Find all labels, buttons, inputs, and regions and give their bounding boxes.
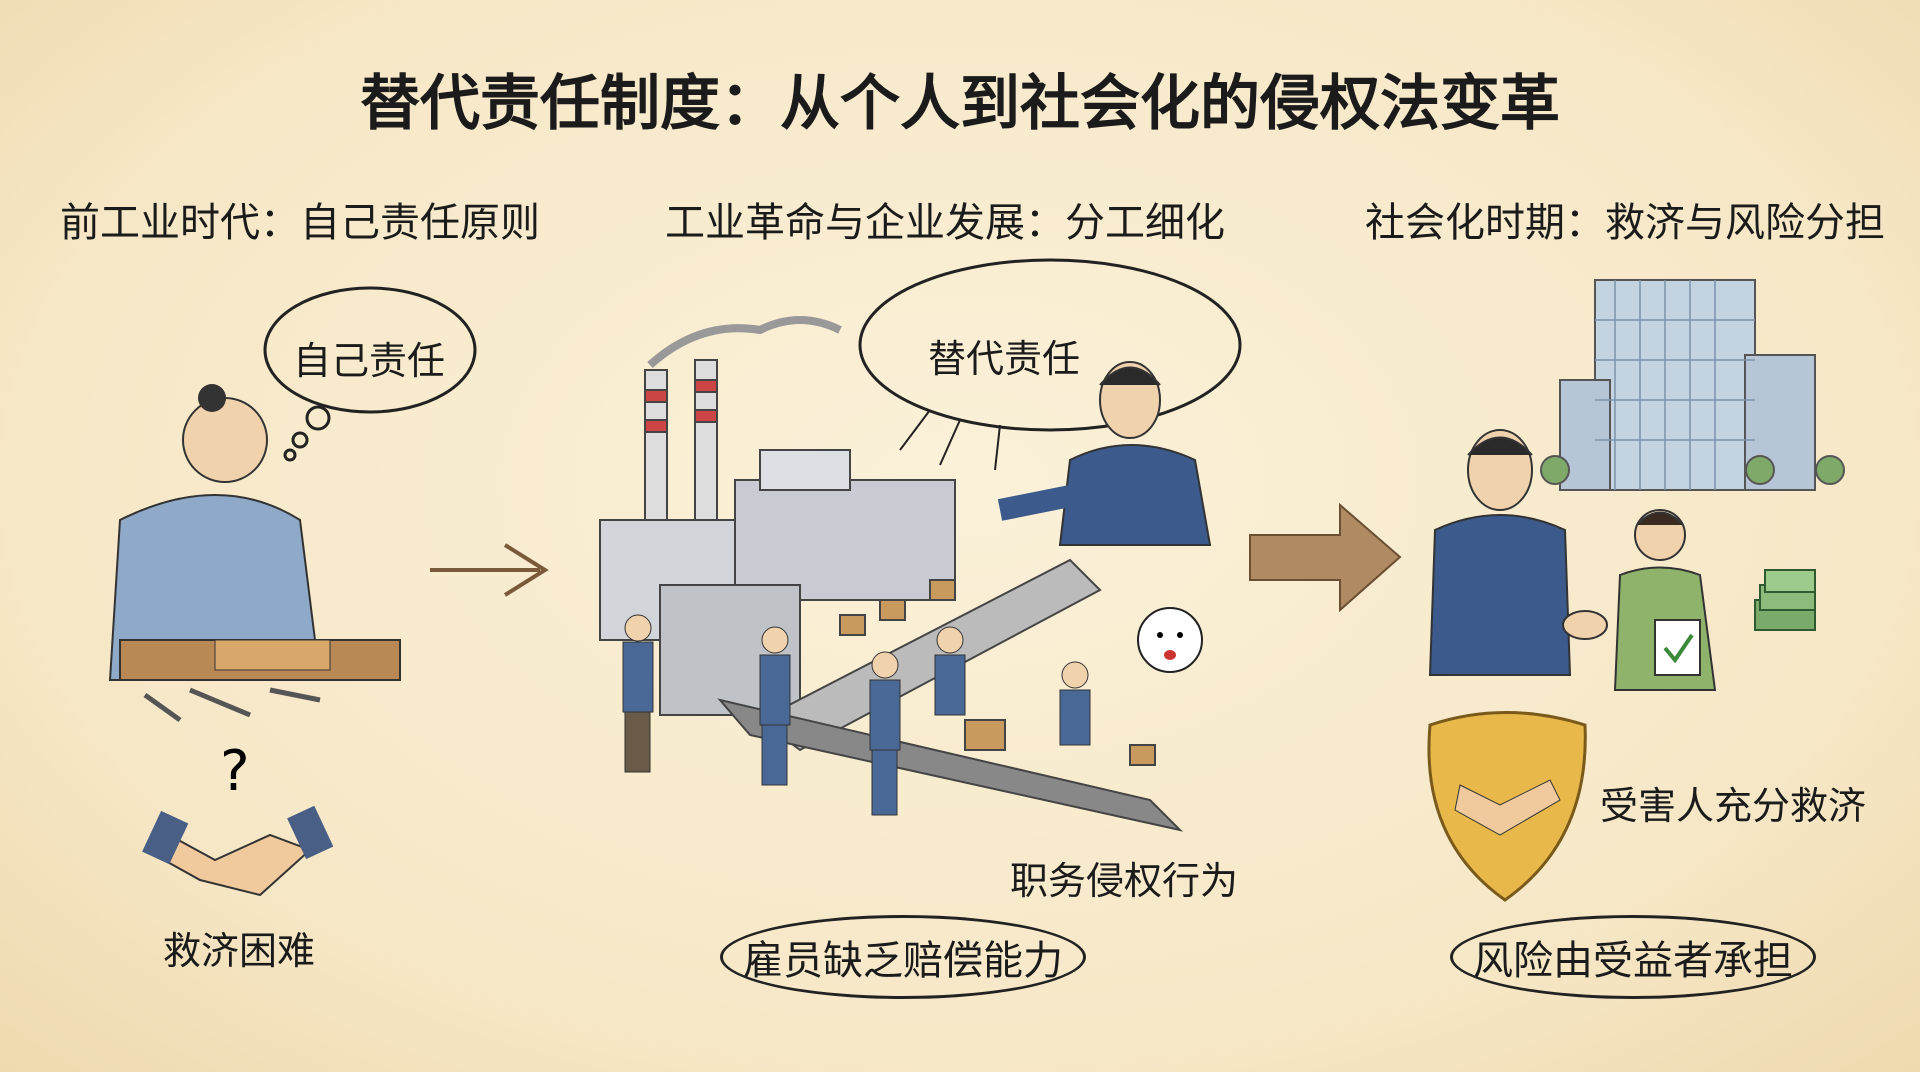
question-mark-icon: ? — [220, 739, 250, 804]
office-building — [1540, 279, 1845, 491]
section-heading-industrial: 工业革命与企业发展：分工细化 — [665, 200, 1225, 246]
tools-icon — [143, 687, 321, 723]
bubble-text: 雇员缺乏赔偿能力 — [743, 938, 1063, 984]
speech-bubble-employee: 雇员缺乏赔偿能力 — [720, 915, 1086, 999]
caption-relief-difficulty: 救济困难 — [163, 929, 316, 973]
angry-face-icon — [1137, 607, 1203, 673]
thought-vicarious-liability: 替代责任 — [928, 337, 1081, 381]
businessman-figure — [997, 361, 1212, 546]
thought-cloud-middle — [858, 258, 1242, 471]
speech-bubble-risk: 风险由受益者承担 — [1450, 915, 1816, 999]
workers-illustration — [622, 614, 1091, 816]
caption-employment-tort: 职务侵权行为 — [1010, 859, 1239, 903]
factory-illustration — [599, 316, 1184, 832]
page-title: 替代责任制度：从个人到社会化的侵权法变革 — [360, 69, 1560, 139]
bubble-text: 风险由受益者承担 — [1473, 938, 1793, 984]
money-stack-icon — [1754, 569, 1816, 631]
shield-handshake-icon — [1427, 711, 1587, 902]
arrow-right-icon — [430, 543, 549, 597]
section-heading-socialized: 社会化时期：救济与风险分担 — [1365, 200, 1885, 246]
artisan-figure — [108, 384, 401, 681]
handshake-icon — [142, 805, 334, 897]
big-arrow-icon — [1249, 502, 1402, 613]
thought-self-responsibility: 自己责任 — [293, 339, 446, 383]
section-heading-pre-industrial: 前工业时代：自己责任原则 — [60, 200, 540, 246]
handshake-scene — [1428, 429, 1717, 691]
caption-victim-relief: 受害人充分救济 — [1600, 784, 1867, 828]
thought-cloud-left — [263, 286, 477, 462]
